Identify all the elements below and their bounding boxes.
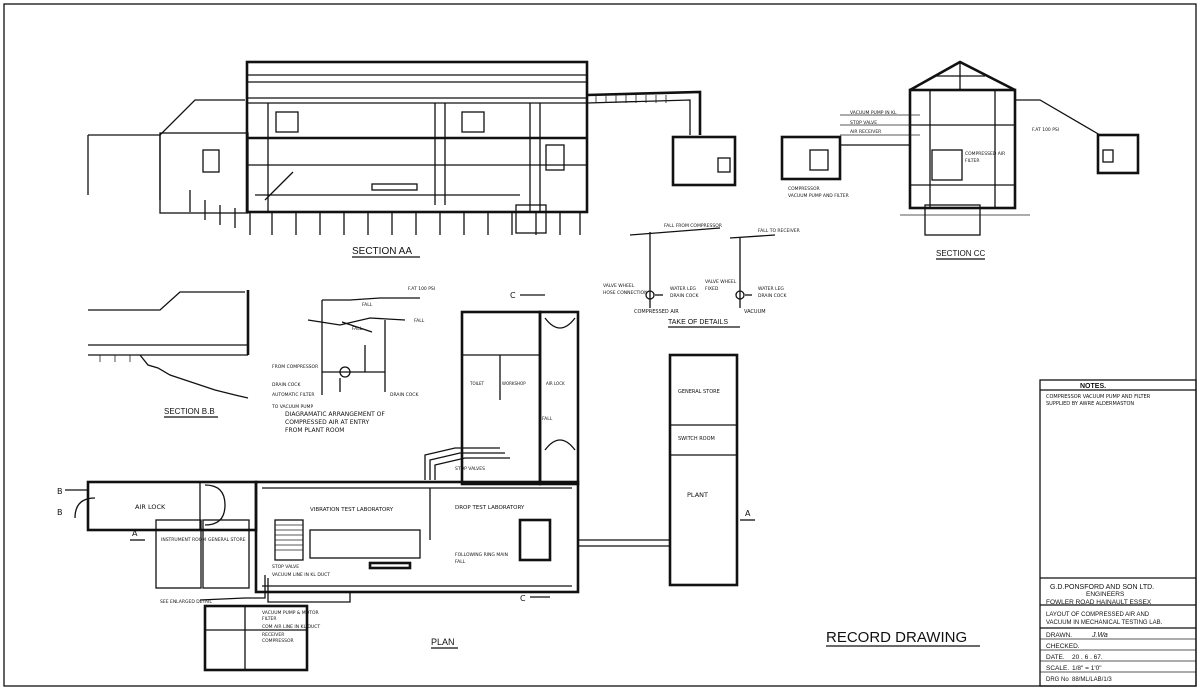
diag-drain-cock-2: DRAIN COCK: [390, 392, 419, 398]
takeoff-drain-cock-1: DRAIN COCK: [670, 293, 699, 299]
cc-label-5: VACUUM PUMP AND FILTER: [788, 193, 849, 199]
marker-b2: B: [57, 508, 63, 517]
marker-b1: B: [57, 487, 63, 496]
title-address: FOWLER ROAD HAINAULT ESSEX: [1046, 599, 1152, 606]
plan-vacuum-pump: VACUUM PUMP & MOTOR: [262, 610, 319, 616]
marker-c1: C: [510, 291, 516, 300]
section-bb-drawing: [88, 290, 250, 399]
plan-following-ring: FOLLOWING RING MAIN: [455, 552, 508, 558]
date-label: DATE.: [1046, 654, 1065, 661]
plan-filter: FILTER: [262, 616, 277, 622]
takeoff-fall-compressor: FALL FROM COMPRESSOR: [664, 223, 722, 229]
takeoff-compressed-air: COMPRESSED AIR: [634, 309, 679, 315]
plan-com-air-line: COM AIR LINE IN KL DUCT: [262, 624, 320, 630]
marker-c2: C: [520, 594, 526, 603]
notes-heading: NOTES.: [1080, 383, 1106, 390]
notes-line-1: COMPRESSOR VACUUM PUMP AND FILTER: [1046, 394, 1151, 400]
takeoff-valve-wheel-2: VALVE WHEEL: [705, 279, 737, 285]
drg-value: 88/ML/LAB/1/3: [1072, 677, 1112, 683]
plan-vibration-lab: VIBRATION TEST LABORATORY: [310, 507, 394, 513]
plan-workshop: WORKSHOP: [502, 381, 526, 386]
title-block: [1039, 379, 1197, 687]
title-line-1: LAYOUT OF COMPRESSED AIR AND: [1046, 612, 1150, 618]
section-aa-drawing: [87, 60, 737, 235]
plan-air-lock-2: AIR LOCK: [546, 381, 565, 386]
plan-receiver: RECEIVER: [262, 632, 284, 638]
diag-caption-2: COMPRESSED AIR AT ENTRY: [285, 419, 369, 426]
plan-stop-valve: STOP VALVE: [272, 564, 299, 570]
plan-drawing: [74, 310, 739, 672]
drawn-value: J.Wa: [1091, 632, 1108, 639]
takeoff-fall-receiver: FALL TO RECEIVER: [758, 228, 800, 234]
takeoff-hose-connection: HOSE CONNECTION: [603, 290, 647, 296]
plan-stop-valves: STOP VALVES: [455, 466, 485, 472]
title-record-drawing: RECORD DRAWING: [826, 629, 967, 646]
plan-instrument-room: INSTRUMENT ROOM: [161, 537, 206, 543]
title-section-bb: SECTION B.B: [164, 407, 215, 416]
diagrammatic-arrangement: [307, 297, 420, 395]
takeoff-water-leg-2: WATER LEG: [758, 286, 784, 292]
marker-a1: A: [132, 529, 138, 538]
diag-caption-3: FROM PLANT ROOM: [285, 427, 344, 434]
title-takeoff: TAKE OF DETAILS: [668, 319, 728, 326]
title-section-cc: SECTION CC: [936, 249, 986, 258]
notes-line-2: SUPPLIED BY AWRE ALDERMASTON: [1046, 401, 1134, 407]
title-section-aa: SECTION AA: [352, 246, 412, 257]
plan-drop-test-lab: DROP TEST LABORATORY: [455, 505, 525, 511]
plan-general-store: GENERAL STORE: [208, 537, 246, 543]
cc-label-3: AIR RECEIVER: [850, 129, 881, 135]
section-markers: [65, 294, 755, 598]
scale-value: 1/8" = 1'0": [1072, 665, 1102, 672]
marker-a2: A: [745, 509, 751, 518]
takeoff-details-drawing: [629, 227, 776, 308]
takeoff-valve-wheel-1: VALVE WHEEL: [603, 283, 635, 289]
section-cc-drawing: [780, 60, 1140, 236]
plan-see-enlarged: SEE ENLARGED DETAIL: [160, 599, 212, 605]
sheet-border: [3, 3, 1197, 687]
title-company: G.D.PONSFORD AND SON LTD.: [1050, 584, 1154, 591]
plan-fall: FALL: [455, 559, 466, 565]
plan-fall-2: FALL: [542, 416, 553, 422]
cc-label-2: STOP VALVE: [850, 120, 877, 126]
cc-label-1: VACUUM PUMP IN KL: [850, 110, 897, 116]
date-value: 20 . 6 . 67.: [1072, 654, 1103, 661]
cc-label-4: COMPRESSOR: [788, 186, 820, 192]
plan-toilet: TOILET: [469, 381, 485, 386]
checked-label: CHECKED.: [1046, 643, 1080, 650]
diag-fall-1: FALL: [362, 302, 373, 308]
diag-auto-filter: AUTOMATIC FILTER: [272, 392, 314, 398]
takeoff-water-leg-1: WATER LEG: [670, 286, 696, 292]
title-plan: PLAN: [431, 637, 455, 647]
diag-caption-1: DIAGRAMATIC ARRANGEMENT OF: [285, 411, 385, 418]
title-line-2: VACUUM IN MECHANICAL TESTING LAB.: [1046, 620, 1163, 626]
diag-fall-2: FALL: [352, 326, 363, 332]
plan-general-store-2: GENERAL STORE: [678, 389, 720, 395]
cc-label-7: COMPRESSED AIR: [965, 151, 1005, 157]
title-engineers: ENGINEERS: [1086, 591, 1125, 598]
plan-air-lock: AIR LOCK: [135, 503, 166, 511]
cc-label-8: FILTER: [965, 158, 980, 164]
drg-label: DRG No: [1046, 677, 1069, 683]
takeoff-vacuum: VACUUM: [744, 309, 766, 315]
drawn-label: DRAWN.: [1046, 632, 1072, 639]
takeoff-fixed: FIXED: [705, 286, 719, 292]
cc-label-6: F.AT 100 PSI: [1032, 127, 1059, 133]
plan-compressor: COMPRESSOR: [262, 638, 294, 644]
diag-from-compressor: FROM COMPRESSOR: [272, 364, 318, 370]
takeoff-drain-cock-2: DRAIN COCK: [758, 293, 787, 299]
plan-plant: PLANT: [687, 491, 708, 499]
diag-fat-psi: F.AT 100 PSI: [408, 286, 435, 292]
diag-drain-cock: DRAIN COCK: [272, 382, 301, 388]
diag-to-pump: TO VACUUM PUMP: [271, 404, 313, 410]
scale-label: SCALE.: [1046, 665, 1069, 672]
plan-switch-room: SWITCH ROOM: [678, 436, 715, 442]
diag-fall-3: FALL: [414, 318, 425, 324]
plan-vacuum-line: VACUUM LINE IN KL DUCT: [272, 572, 330, 578]
